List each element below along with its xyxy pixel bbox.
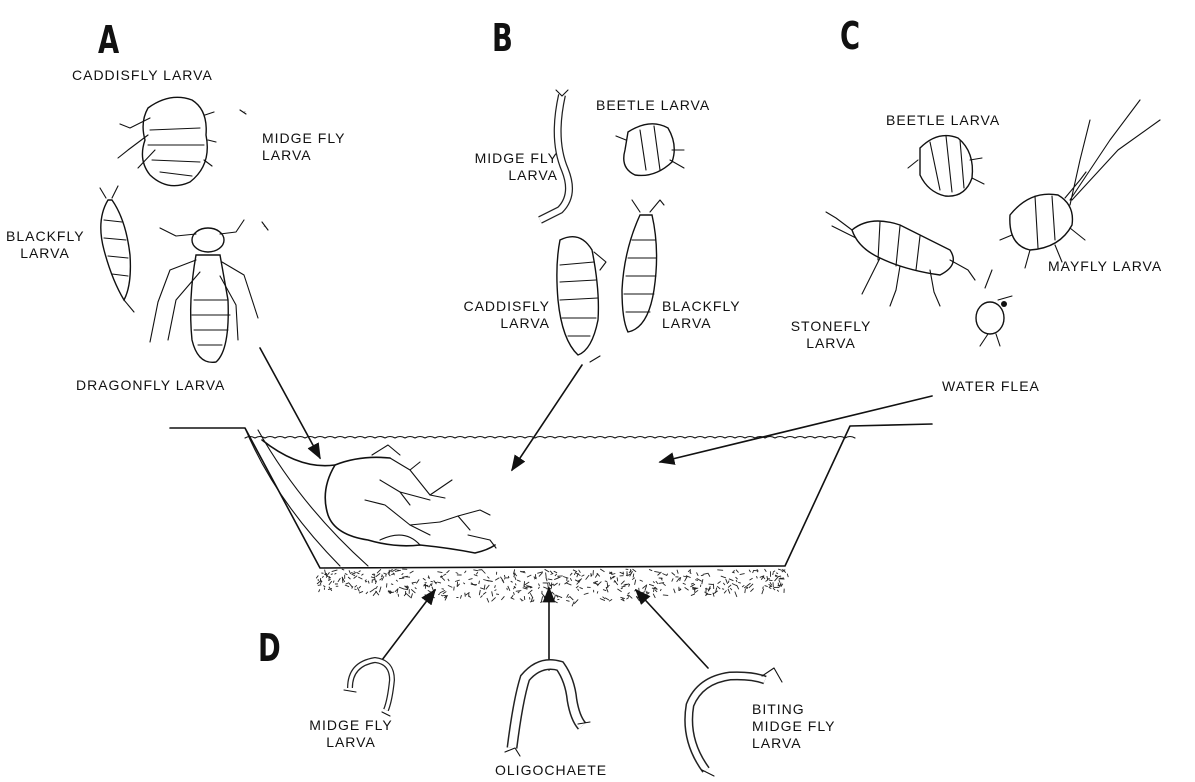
label-blackfly-larva-b: BLACKFLY LARVA bbox=[662, 298, 741, 332]
label-stonefly-larva-c: STONEFLY LARVA bbox=[786, 318, 876, 352]
water-flea-c bbox=[976, 270, 1012, 346]
arrow-c bbox=[660, 396, 932, 462]
label-dragonfly-larva-a: DRAGONFLY LARVA bbox=[76, 377, 225, 394]
label-mayfly-larva-c: MAYFLY LARVA bbox=[1048, 258, 1162, 275]
label-midge-fly-larva-a: MIDGE FLY LARVA bbox=[262, 130, 345, 164]
label-midge-fly-larva-b: MIDGE FLY LARVA bbox=[452, 150, 558, 184]
arrow-b bbox=[512, 365, 582, 470]
dragonfly-larva-a bbox=[150, 220, 258, 362]
beetle-larva-b bbox=[616, 124, 684, 176]
mayfly-larva-c bbox=[1000, 100, 1160, 268]
pond-basin bbox=[170, 424, 932, 568]
caddisfly-larva-b bbox=[557, 237, 606, 362]
midge-fly-larva-a bbox=[240, 110, 268, 230]
blackfly-larva-b bbox=[622, 200, 664, 332]
label-water-flea-c: WATER FLEA bbox=[942, 378, 1040, 395]
arrow-d-right bbox=[636, 590, 708, 668]
group-letter-d: D bbox=[258, 628, 281, 668]
group-letter-c: C bbox=[840, 16, 860, 56]
label-biting-midge-fly-larva-d: BITING MIDGE FLY LARVA bbox=[752, 701, 835, 752]
oligochaete-d bbox=[505, 665, 590, 757]
label-caddisfly-larva-a: CADDISFLY LARVA bbox=[72, 67, 213, 84]
group-letter-b: B bbox=[492, 18, 513, 58]
label-caddisfly-larva-b: CADDISFLY LARVA bbox=[440, 298, 550, 332]
label-beetle-larva-b: BEETLE LARVA bbox=[596, 97, 710, 114]
label-oligochaete-d: OLIGOCHAETE bbox=[495, 762, 607, 779]
label-blackfly-larva-a: BLACKFLY LARVA bbox=[6, 228, 84, 262]
label-beetle-larva-c: BEETLE LARVA bbox=[886, 112, 1000, 129]
sediment-layer bbox=[316, 569, 788, 606]
beetle-larva-c bbox=[908, 136, 984, 197]
arrow-a bbox=[260, 348, 320, 458]
group-letter-a: A bbox=[98, 20, 119, 60]
blackfly-larva-a bbox=[100, 186, 134, 312]
caddisfly-larva-a bbox=[118, 97, 216, 185]
stonefly-larva-c bbox=[826, 212, 975, 306]
submerged-branch bbox=[262, 440, 496, 553]
midge-fly-larva-d bbox=[344, 660, 392, 716]
arrows bbox=[260, 348, 932, 670]
arrow-d-left bbox=[382, 590, 435, 660]
label-midge-fly-larva-d: MIDGE FLY LARVA bbox=[300, 717, 402, 751]
